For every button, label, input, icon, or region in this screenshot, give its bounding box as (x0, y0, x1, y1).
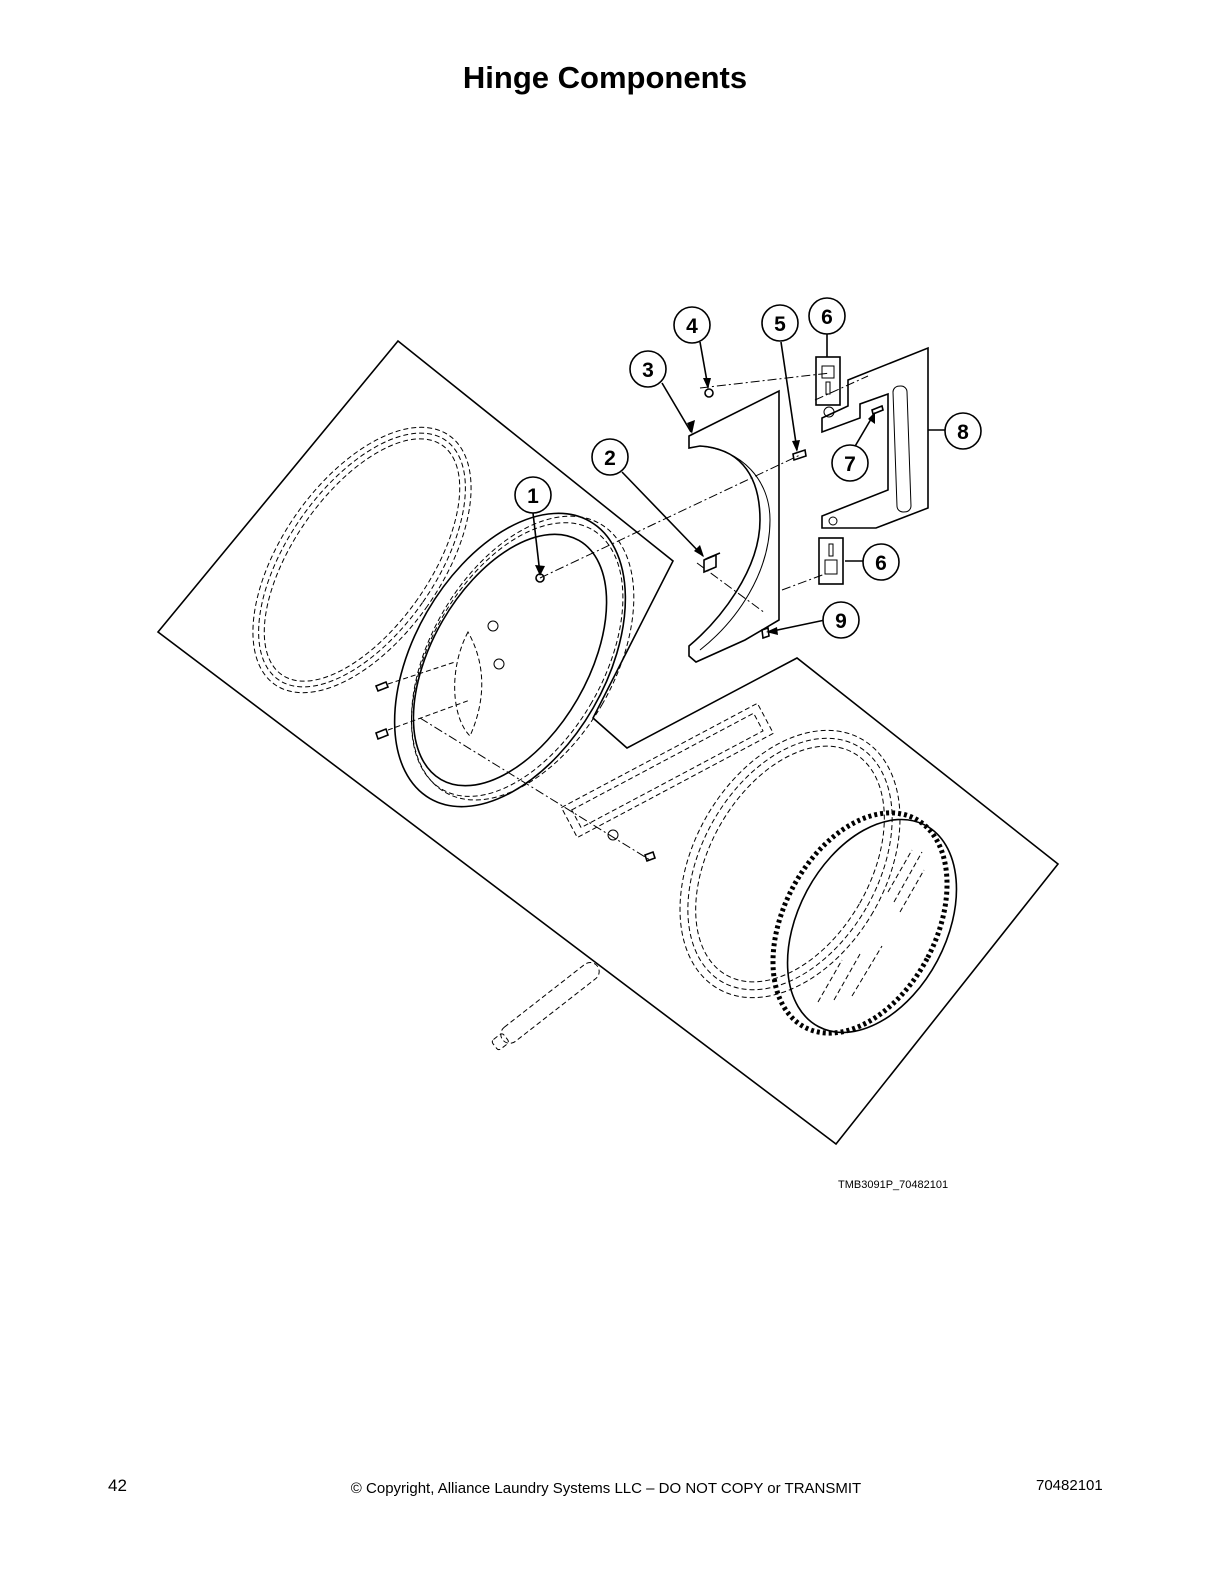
callout-6-top: 6 (821, 306, 833, 329)
bracket-slot (892, 385, 912, 513)
hinge-bracket (821, 346, 929, 529)
callout-8: 8 (957, 421, 969, 444)
door-gasket (252, 426, 472, 694)
ring-hardware (374, 573, 545, 741)
footer-page-number: 42 (108, 1476, 127, 1495)
callout-bubbles (514, 297, 982, 639)
callout-5: 5 (774, 313, 786, 336)
callout-2: 2 (604, 447, 616, 470)
footer-doc-number: 70482101 (1036, 1477, 1103, 1494)
hinge-pin (491, 962, 600, 1051)
hinge-plate (688, 389, 780, 663)
callout-7: 7 (844, 453, 856, 476)
door-ring (393, 512, 635, 808)
callout-4: 4 (686, 315, 698, 338)
bushing-top (815, 356, 841, 406)
door-glass (770, 810, 958, 1036)
ring-inner-lens (454, 630, 483, 737)
glass-gasket (679, 729, 901, 999)
callout-6-bottom: 6 (875, 552, 887, 575)
callout-1: 1 (527, 485, 539, 508)
leader-arrowheads (535, 378, 875, 635)
page-title: Hinge Components (462, 60, 748, 95)
callout-3: 3 (642, 359, 654, 382)
hinge-screws (704, 388, 807, 640)
hinge-block (703, 552, 721, 574)
figure-id: TMB3091P_70482101 (838, 1179, 949, 1191)
bushing-bottom (818, 537, 844, 585)
door-assembly-outline (156, 339, 1060, 1146)
hinge-cover (560, 702, 775, 839)
footer-copyright: © Copyright, Alliance Laundry Systems LL… (350, 1480, 862, 1497)
callout-9: 9 (835, 610, 847, 633)
